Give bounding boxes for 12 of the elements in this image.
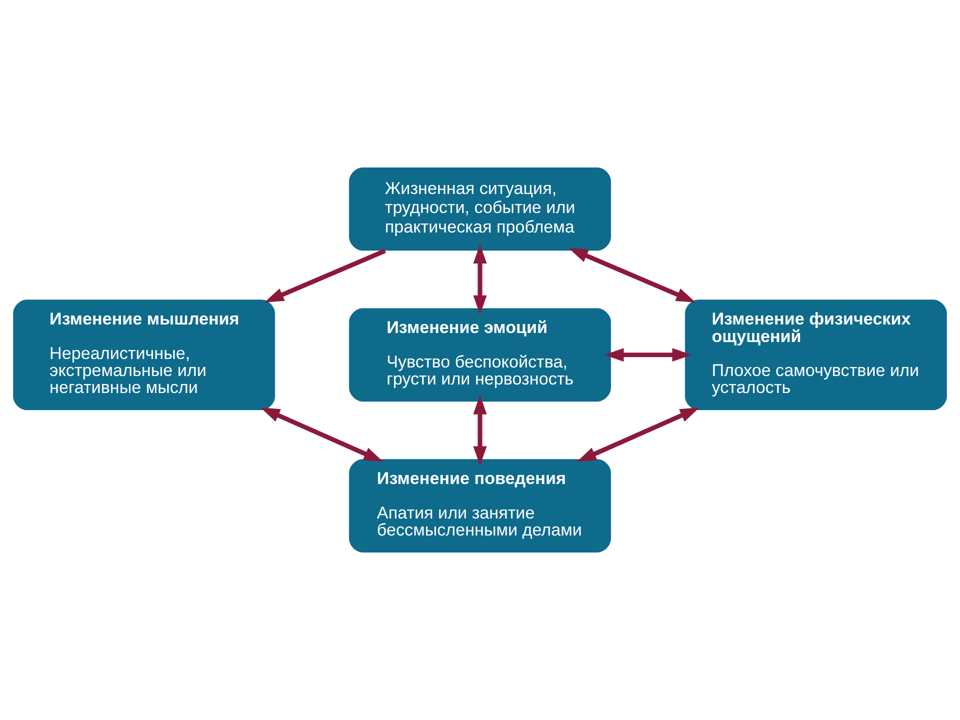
- arrow: [473, 244, 487, 315]
- node-box: Изменение мышления Нереалистичные, экстремальные или негативные мысли: [13, 300, 276, 410]
- node-box: Изменение поведения Апатия или занятие бессмысленными делами: [349, 459, 611, 552]
- node-box: Изменение эмоций Чувство беспокойства, грусти или нервозность: [349, 308, 611, 402]
- arrow: [473, 394, 487, 466]
- node-box: Жизненная ситуация, трудности, событие или практическая проблема: [349, 168, 611, 251]
- arrow: [260, 408, 384, 462]
- arrow: [604, 348, 692, 362]
- arrow: [568, 248, 696, 302]
- arrow: [264, 248, 386, 302]
- arrow: [576, 408, 700, 462]
- node-box: Изменение физических ощущений Плохое самочувствие или усталость: [684, 300, 947, 410]
